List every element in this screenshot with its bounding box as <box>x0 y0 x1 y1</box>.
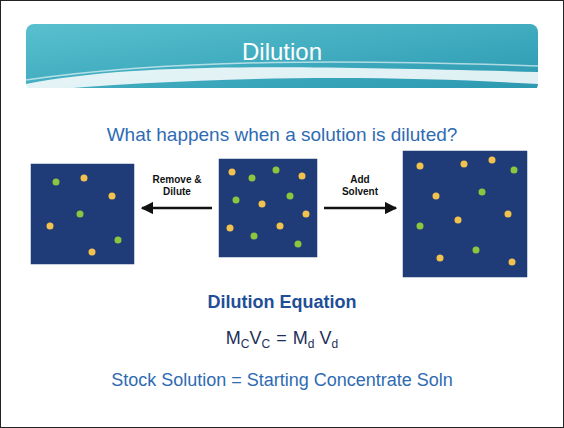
stock-solution-box <box>218 158 318 258</box>
subscript: d <box>308 337 315 351</box>
dilution-equation: MCVC=MdVd <box>0 328 564 352</box>
diluted-solution-box <box>402 150 528 278</box>
equation-symbol: V <box>319 328 331 348</box>
title-bar-edge <box>26 88 538 94</box>
equation-symbol: V <box>250 328 262 348</box>
subscript: d <box>331 337 338 351</box>
subscript: C <box>241 337 250 351</box>
dilute-arrow <box>142 207 212 210</box>
equation-symbol: = <box>276 328 287 348</box>
definition-text: Stock Solution = Starting Concentrate So… <box>12 370 552 391</box>
add-solvent-arrow <box>324 207 396 210</box>
equation-symbol: M <box>226 328 241 348</box>
equation-symbol: M <box>293 328 308 348</box>
title-bar <box>26 24 538 92</box>
equation-heading: Dilution Equation <box>132 292 432 313</box>
slide-title: Dilution <box>26 38 538 66</box>
question-text: What happens when a solution is diluted? <box>12 124 552 146</box>
arrow-label: Remove & Dilute <box>149 174 205 197</box>
diluted-sample-box <box>30 163 135 265</box>
subscript: C <box>262 337 271 351</box>
arrow-label: Add Solvent <box>332 174 388 197</box>
